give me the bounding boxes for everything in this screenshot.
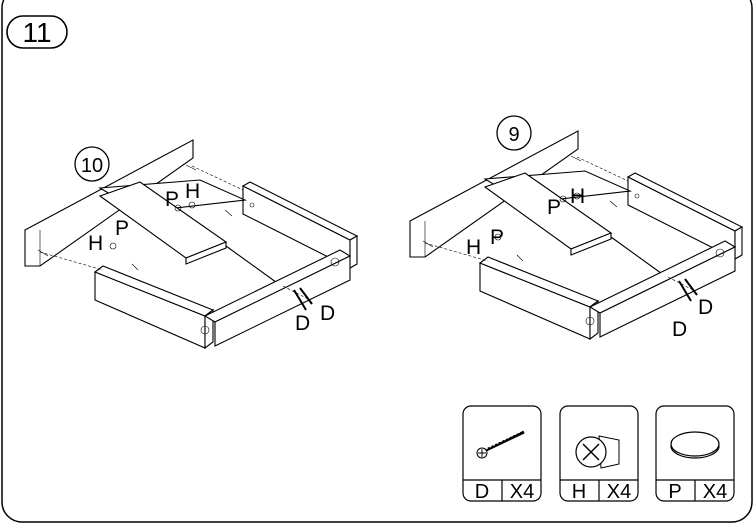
part-card-p: P X4 — [655, 405, 735, 503]
part-letter: H — [572, 481, 586, 503]
callout-p-top: P — [547, 196, 561, 219]
panel-ref-circle — [74, 146, 110, 182]
panel-ref-label: 9 — [508, 124, 519, 146]
panel-ref-label: 10 — [81, 155, 103, 177]
callout-p-top: P — [165, 188, 179, 211]
callout-d-second: D — [320, 302, 335, 325]
assembly-left: 10 P H P H D D — [24, 139, 358, 349]
callout-h-top: H — [185, 180, 200, 203]
part-letter: P — [668, 481, 681, 503]
parts-legend: D X4 H X4 P X4 — [462, 405, 735, 503]
callout-h-bottom: H — [88, 232, 103, 255]
callout-h-bottom: H — [466, 236, 481, 259]
cover-cap-icon — [670, 431, 720, 459]
callout-p-bottom: P — [490, 226, 504, 249]
callout-d-first: D — [698, 296, 713, 319]
part-letter: D — [475, 481, 489, 503]
part-card-d: D X4 — [462, 405, 542, 503]
callout-h-top: H — [570, 185, 585, 208]
callout-p-bottom: P — [115, 217, 129, 240]
callout-d-first: D — [295, 312, 310, 335]
part-quantity: X4 — [703, 481, 727, 503]
part-quantity: X4 — [607, 481, 631, 503]
callout-d-second: D — [672, 318, 687, 341]
panel-ref-circle — [496, 115, 532, 151]
part-card-h: H X4 — [559, 405, 639, 503]
step-badge-outline — [6, 15, 68, 49]
part-quantity: X4 — [510, 481, 534, 503]
cam-lock-icon — [575, 435, 620, 469]
step-badge: 11 — [6, 15, 68, 49]
assembly-right: 9 P H P H D D — [409, 115, 743, 341]
step-number: 11 — [22, 17, 51, 48]
